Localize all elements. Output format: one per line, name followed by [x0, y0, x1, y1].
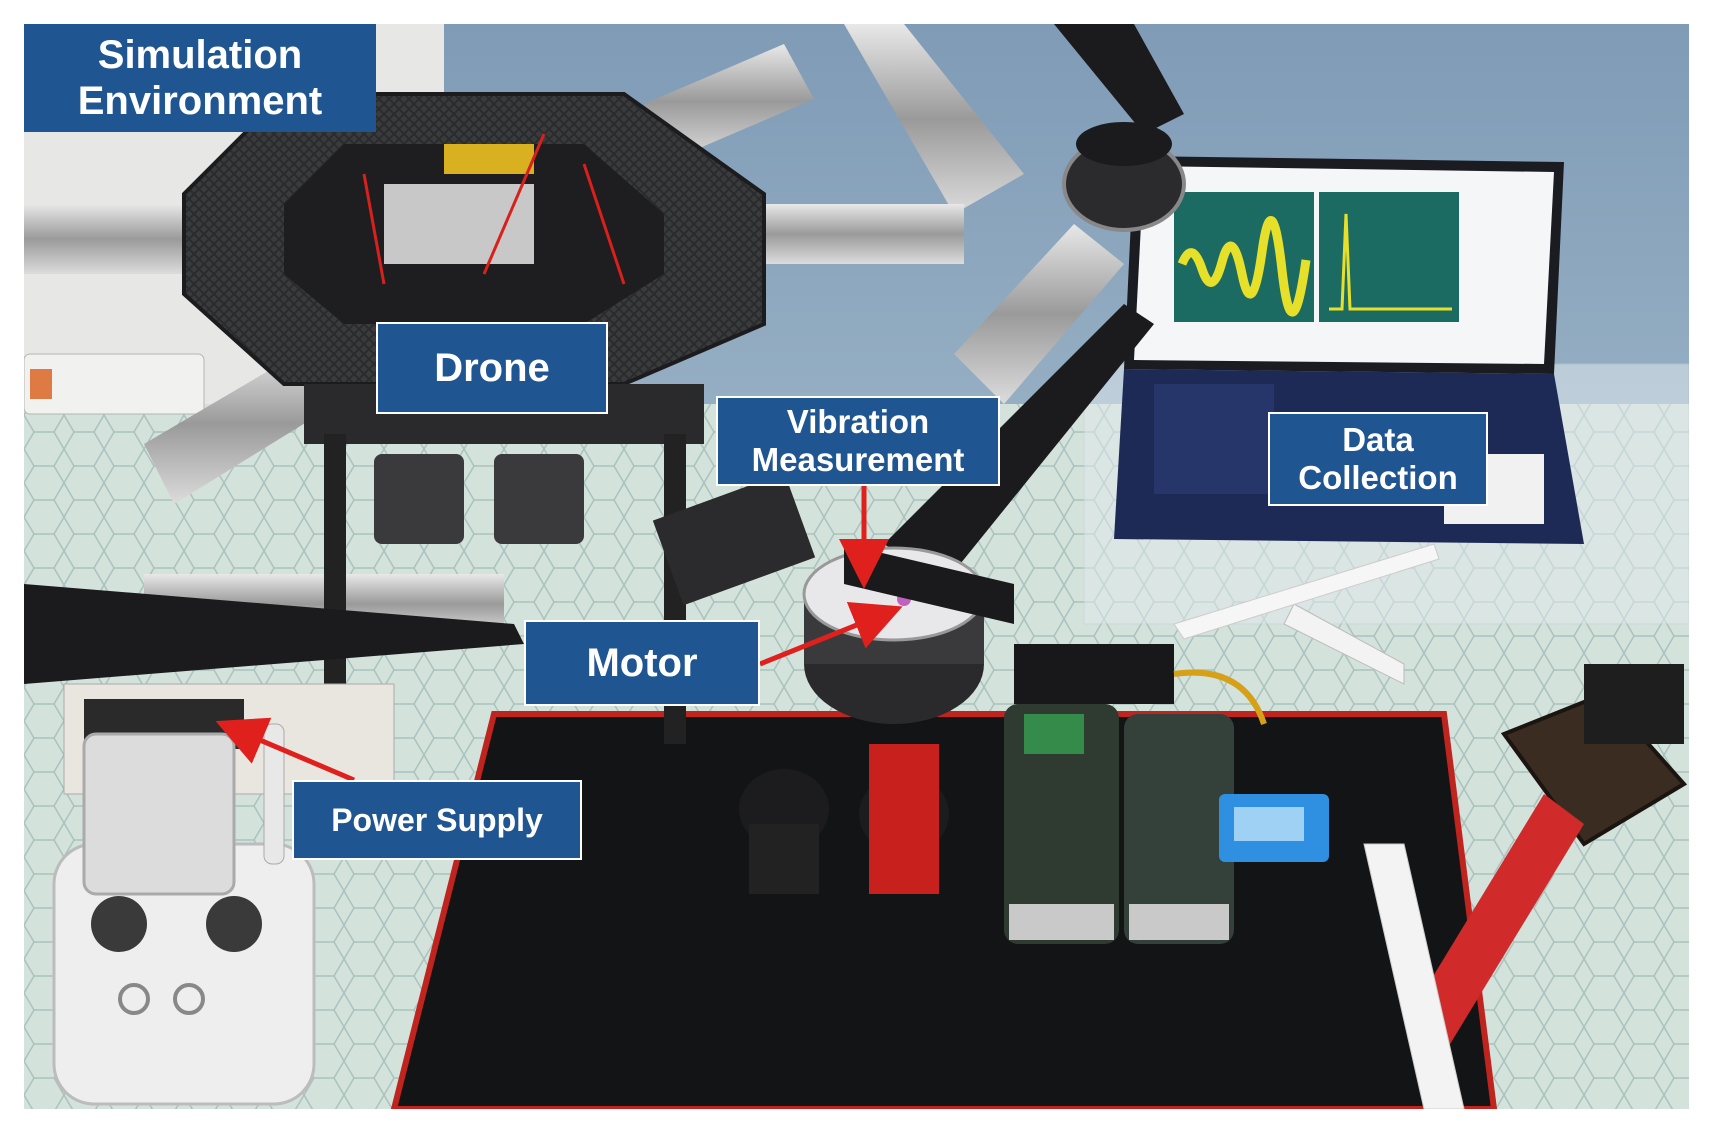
power-supply-label: Power Supply [292, 780, 582, 860]
photo-frame: Simulation Environment Drone Vibration M… [24, 24, 1689, 1109]
vibration-measurement-label: Vibration Measurement [716, 396, 1000, 486]
black-mat [390, 711, 1498, 1109]
motor-label: Motor [524, 620, 760, 706]
propeller-blade [24, 584, 524, 684]
power-strip [24, 353, 205, 415]
drone-label: Drone [376, 322, 608, 414]
vibration-waveform [1177, 216, 1311, 317]
esc-board [1014, 644, 1174, 704]
data-collection-label: Data Collection [1268, 412, 1488, 506]
spectrum-plot [1329, 213, 1452, 311]
small-propeller [1173, 543, 1440, 640]
phone-holder [82, 732, 236, 896]
speaker [374, 454, 464, 544]
lab-test-bench-photo [24, 24, 1689, 1109]
simulation-environment-label: Simulation Environment [24, 24, 376, 132]
flight-controller [384, 184, 534, 264]
small-drone-arm [1283, 603, 1405, 685]
joystick [91, 896, 147, 952]
battery [1004, 704, 1119, 944]
